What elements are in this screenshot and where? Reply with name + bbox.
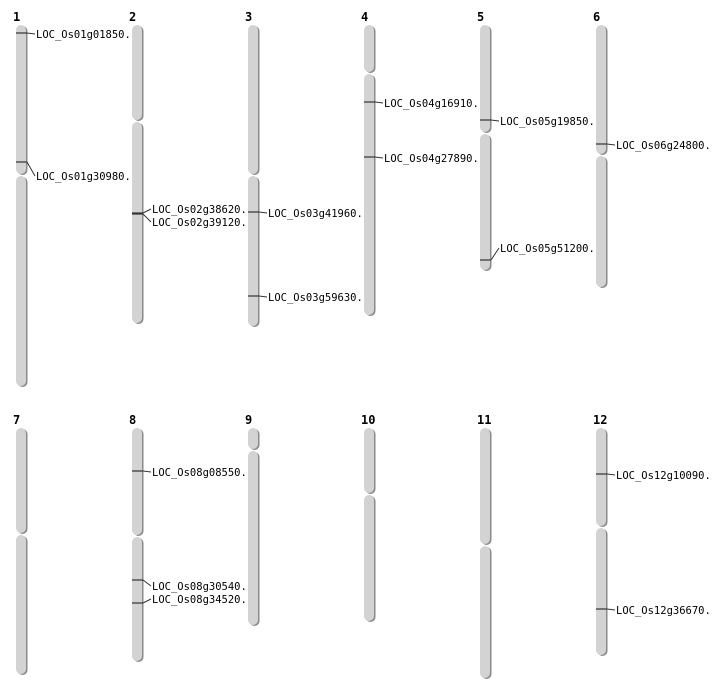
chromosome-short-arm: [248, 25, 258, 174]
gene-leader-line: [26, 161, 36, 177]
gene-marker: LOC_Os08g08550.1: [132, 467, 253, 479]
chromosome-label: 9: [245, 413, 252, 427]
gene-label: LOC_Os08g30540.1: [152, 581, 253, 593]
chromosome-short-arm: [480, 25, 490, 132]
gene-leader-line: [142, 213, 152, 223]
chromosome-short-arm: [132, 25, 142, 120]
chromosome-short-arm: [248, 428, 258, 449]
chromosome-label: 11: [477, 413, 491, 427]
gene-label: LOC_Os06g24800.1: [616, 140, 712, 152]
chromosome-label: 4: [361, 10, 368, 24]
chromosome-label: 2: [129, 10, 136, 24]
gene-label: LOC_Os04g27890.1: [384, 153, 485, 165]
gene-leader-line: [606, 608, 616, 611]
gene-leader-line: [606, 143, 616, 146]
gene-marker: LOC_Os04g16910.1: [364, 98, 485, 110]
chromosome-short-arm: [16, 25, 26, 174]
chromosome-10: 10: [361, 413, 376, 622]
gene-marker: LOC_Os01g30980.1: [16, 161, 137, 183]
gene-marker: LOC_Os05g51200.1: [480, 243, 601, 261]
chromosome-short-arm: [596, 428, 606, 526]
chromosome-9: 9: [245, 413, 260, 626]
gene-leader-line: [490, 247, 500, 261]
chromosome-long-arm: [248, 176, 258, 326]
chromosome-long-arm: [480, 134, 490, 270]
chromosome-short-arm: [364, 25, 374, 72]
chromosome-label: 1: [13, 10, 20, 24]
gene-marker: LOC_Os02g39120.1: [132, 213, 253, 229]
gene-leader-line: [142, 208, 152, 214]
gene-leader-line: [142, 470, 152, 473]
gene-leader-line: [258, 295, 268, 298]
gene-marker: LOC_Os12g10090.1: [596, 470, 712, 482]
gene-marker: LOC_Os03g41960.1: [248, 208, 369, 220]
chromosome-long-arm: [132, 537, 142, 661]
chromosome-long-arm: [480, 546, 490, 678]
chromosome-long-arm: [16, 176, 26, 386]
gene-marker: LOC_Os12g36670.1: [596, 605, 712, 617]
chromosome-label: 8: [129, 413, 136, 427]
chromosome-short-arm: [480, 428, 490, 544]
gene-label: LOC_Os02g39120.1: [152, 217, 253, 229]
gene-leader-line: [26, 32, 36, 35]
chromosome-long-arm: [596, 528, 606, 655]
chromosome-short-arm: [596, 25, 606, 154]
gene-leader-line: [374, 101, 384, 104]
chromosome-short-arm: [364, 428, 374, 493]
gene-leader-line: [606, 473, 616, 476]
chromosome-label: 5: [477, 10, 484, 24]
chromosome-label: 6: [593, 10, 600, 24]
gene-label: LOC_Os12g10090.1: [616, 470, 712, 482]
chromosome-long-arm: [364, 495, 374, 621]
chromosome-short-arm: [16, 428, 26, 533]
chromosome-long-arm: [364, 74, 374, 315]
gene-marker: LOC_Os06g24800.1: [596, 140, 712, 152]
chromosome-label: 3: [245, 10, 252, 24]
gene-label: LOC_Os08g34520.1: [152, 594, 253, 606]
gene-leader-line: [258, 211, 268, 214]
gene-label: LOC_Os01g30980.1: [36, 171, 137, 183]
gene-marker: LOC_Os02g38620.1: [132, 204, 253, 216]
gene-marker: LOC_Os03g59630.1: [248, 292, 369, 304]
chromosome-label: 12: [593, 413, 607, 427]
chromosome-long-arm: [248, 451, 258, 625]
gene-label: LOC_Os02g38620.1: [152, 204, 253, 216]
gene-label: LOC_Os05g51200.1: [500, 243, 601, 255]
chromosome-11: 11: [477, 413, 492, 679]
gene-label: LOC_Os04g16910.1: [384, 98, 485, 110]
gene-label: LOC_Os01g01850.1: [36, 29, 137, 41]
gene-leader-line: [142, 598, 152, 604]
gene-marker: LOC_Os01g01850.1: [16, 29, 137, 41]
chromosome-label: 10: [361, 413, 375, 427]
gene-label: LOC_Os03g41960.1: [268, 208, 369, 220]
gene-leader-line: [490, 119, 500, 122]
gene-label: LOC_Os05g19850.1: [500, 116, 601, 128]
chromosome-8: 8LOC_Os08g08550.1LOC_Os08g30540.1LOC_Os0…: [129, 413, 253, 662]
gene-leader-line: [142, 579, 152, 587]
chromosome-label: 7: [13, 413, 20, 427]
gene-marker: LOC_Os05g19850.1: [480, 116, 601, 128]
gene-marker: LOC_Os08g30540.1: [132, 579, 253, 593]
gene-leader-line: [374, 156, 384, 159]
gene-marker: LOC_Os04g27890.1: [364, 153, 485, 165]
gene-label: LOC_Os03g59630.1: [268, 292, 369, 304]
gene-label: LOC_Os12g36670.1: [616, 605, 712, 617]
gene-marker: LOC_Os08g34520.1: [132, 594, 253, 606]
chromosome-long-arm: [596, 156, 606, 287]
chromosome-long-arm: [16, 535, 26, 674]
gene-label: LOC_Os08g08550.1: [152, 467, 253, 479]
chromosome-long-arm: [132, 122, 142, 323]
chromosome-short-arm: [132, 428, 142, 535]
chromosome-7: 7: [13, 413, 28, 675]
